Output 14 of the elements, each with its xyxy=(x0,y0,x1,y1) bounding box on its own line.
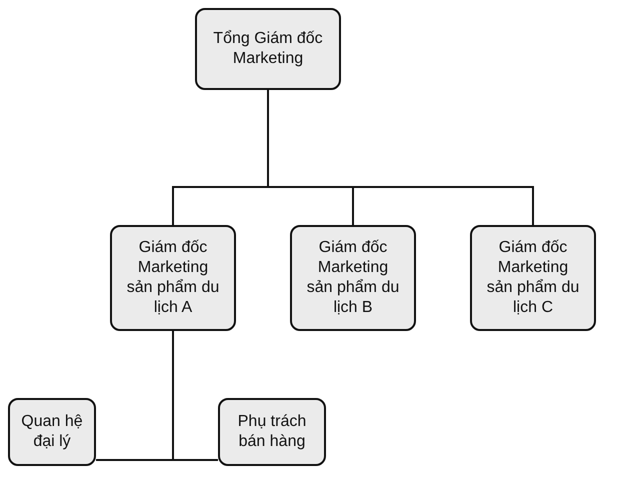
role-label: Quan hệ đại lý xyxy=(20,412,84,452)
role-label: Tổng Giám đốc Marketing xyxy=(212,29,324,69)
org-box xyxy=(470,225,596,331)
org-box xyxy=(290,225,416,331)
org-box xyxy=(8,398,96,466)
org-box xyxy=(110,225,236,331)
connector-line xyxy=(172,331,218,461)
role-label: Giám đốc Marketing sản phẩm du lịch A xyxy=(126,238,220,318)
role-label: Giám đốc Marketing sản phẩm du lịch C xyxy=(486,238,580,318)
role-label: Phụ trách bán hàng xyxy=(236,412,308,452)
role-label: Giám đốc Marketing sản phẩm du lịch B xyxy=(306,238,400,318)
org-box xyxy=(195,8,341,90)
connector-line xyxy=(267,90,534,225)
org-box xyxy=(218,398,326,466)
